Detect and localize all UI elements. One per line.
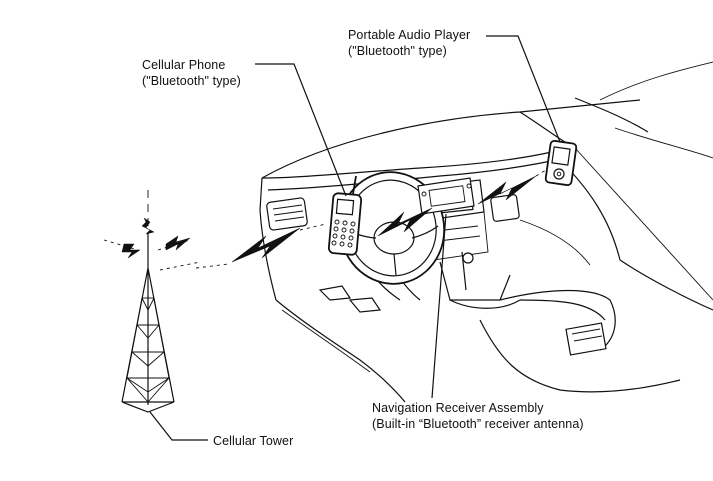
cellular-phone-label-line2: ("Bluetooth" type) bbox=[142, 74, 241, 88]
cellular-tower-label: Cellular Tower bbox=[213, 433, 293, 449]
cellular-phone-label-line1: Cellular Phone bbox=[142, 58, 226, 72]
portable-audio-player-label-line1: Portable Audio Player bbox=[348, 28, 471, 42]
navigation-receiver-label-line1: Navigation Receiver Assembly bbox=[372, 401, 544, 415]
navigation-receiver-label-line2: (Built-in “Bluetooth” receiver antenna) bbox=[372, 417, 584, 431]
navigation-receiver-label: Navigation Receiver Assembly (Built-in “… bbox=[372, 400, 584, 432]
bluetooth-signal-bolts bbox=[195, 169, 547, 269]
cellular-tower-label-line1: Cellular Tower bbox=[213, 434, 294, 448]
portable-audio-player-label-line2: ("Bluetooth" type) bbox=[348, 44, 447, 58]
navigation-receiver-unit bbox=[417, 177, 475, 215]
portable-audio-player-label: Portable Audio Player ("Bluetooth" type) bbox=[348, 27, 470, 59]
leader-lines bbox=[149, 35, 561, 441]
cellular-phone bbox=[327, 175, 363, 256]
cellular-tower-drawing bbox=[103, 190, 201, 413]
car-interior bbox=[259, 61, 713, 403]
portable-audio-player bbox=[544, 140, 578, 186]
cellular-phone-label: Cellular Phone ("Bluetooth" type) bbox=[142, 57, 241, 89]
